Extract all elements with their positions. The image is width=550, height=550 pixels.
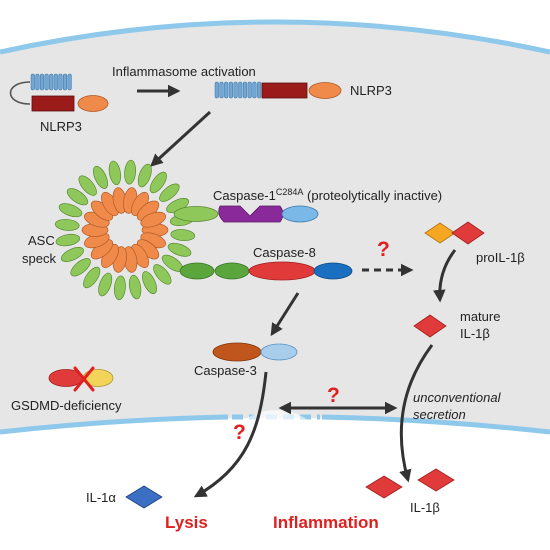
asc-card-domain bbox=[167, 242, 192, 257]
lrr-repeat bbox=[219, 81, 224, 99]
caspase1-mutant bbox=[173, 205, 319, 223]
asc-card-domain bbox=[137, 163, 152, 188]
lrr-repeat bbox=[67, 73, 72, 91]
caspase8-label: Caspase-8 bbox=[253, 245, 316, 260]
asc-speck-label-line1: ASC bbox=[28, 233, 55, 248]
unconventional-label-line1: unconventional bbox=[413, 390, 502, 405]
membrane-top bbox=[0, 19, 550, 55]
asc-card-domain bbox=[142, 271, 157, 295]
mature-label-line2: IL-1β bbox=[460, 326, 490, 341]
asc-card-domain bbox=[98, 272, 113, 297]
il1b-released-1 bbox=[365, 475, 403, 499]
asc-card-domain bbox=[55, 233, 81, 247]
asc-card-domain bbox=[93, 165, 108, 189]
lrr-repeat bbox=[58, 73, 63, 91]
lrr-repeat bbox=[228, 81, 233, 99]
asc-card-domain bbox=[58, 203, 83, 218]
lrr-repeat bbox=[224, 81, 229, 99]
il1b-label: IL-1β bbox=[410, 500, 440, 515]
lrr-repeat bbox=[257, 81, 262, 99]
mature-label-line1: mature bbox=[460, 309, 500, 324]
inflammation-label: Inflammation bbox=[273, 513, 379, 532]
lrr-repeat bbox=[247, 81, 252, 99]
lrr-repeat bbox=[242, 81, 248, 99]
asc-speck bbox=[54, 159, 196, 301]
question-mark-casp8: ? bbox=[377, 238, 390, 261]
asc-card-domain bbox=[128, 274, 142, 300]
nlrp3-inactive-label: NLRP3 bbox=[40, 119, 82, 134]
asc-card-domain bbox=[159, 183, 180, 202]
lrr-repeat bbox=[35, 73, 40, 91]
caspase8-to-caspase3-arrow bbox=[270, 292, 300, 337]
proil1b-label: proIL-1β bbox=[476, 250, 525, 265]
asc-card-domain bbox=[60, 247, 84, 262]
asc-card-domain bbox=[83, 266, 101, 289]
gsdmd bbox=[48, 366, 114, 392]
il1b-released-2 bbox=[417, 468, 455, 492]
lrr-repeat bbox=[62, 73, 68, 91]
gsdmd-label: GSDMD-deficiency bbox=[11, 398, 122, 413]
asc-card-domain bbox=[78, 175, 97, 196]
asc-pyd-domain bbox=[140, 211, 166, 228]
deletion-x-icon bbox=[73, 366, 95, 392]
caspase1-label: Caspase-1C284A (proteolytically inactive… bbox=[213, 187, 442, 203]
proil1b-to-mature-arrow bbox=[433, 249, 457, 303]
caspase3 bbox=[212, 342, 298, 362]
caspase8 bbox=[179, 261, 353, 281]
question-mark-double: ? bbox=[327, 384, 340, 407]
nlrp3-to-speck-arrow bbox=[150, 110, 212, 167]
question-mark-lysis: ? bbox=[233, 421, 246, 444]
asc-card-domain bbox=[66, 188, 89, 206]
nlrp3-active bbox=[214, 81, 342, 99]
unconventional-label-line2: secretion bbox=[413, 407, 466, 422]
asc-card-domain bbox=[170, 229, 196, 242]
lrr-repeat bbox=[49, 73, 54, 91]
asc-card-domain bbox=[70, 258, 91, 277]
asc-card-domain bbox=[153, 264, 172, 285]
lrr-repeats bbox=[30, 73, 72, 91]
asc-card-domain bbox=[113, 275, 126, 301]
asc-speck-label-line2: speck bbox=[22, 251, 56, 266]
membrane-bottom-left bbox=[0, 414, 229, 435]
proil1b bbox=[424, 221, 485, 245]
lrr-repeat bbox=[44, 73, 49, 91]
lrr-repeat bbox=[53, 73, 58, 91]
nlrp3-active-label: NLRP3 bbox=[350, 83, 392, 98]
il1a bbox=[125, 485, 163, 509]
lrr-repeat bbox=[214, 81, 219, 99]
membrane-bottom-right bbox=[321, 414, 550, 435]
inflammasome-activation-label: Inflammasome activation bbox=[112, 64, 256, 79]
asc-card-domain bbox=[124, 159, 137, 185]
asc-card-domain bbox=[149, 171, 167, 194]
mature-il1b bbox=[413, 314, 447, 338]
pore-glow bbox=[218, 410, 334, 530]
cytoplasm bbox=[0, 22, 550, 432]
lrr-repeat bbox=[252, 81, 257, 99]
nlrp3-inactive bbox=[9, 73, 109, 112]
lrr-repeat bbox=[233, 81, 238, 99]
caspase3-label: Caspase-3 bbox=[194, 363, 257, 378]
lrr-repeat bbox=[39, 73, 45, 91]
secretion-arrow bbox=[399, 344, 434, 483]
asc-card-domain bbox=[54, 218, 80, 231]
lrr-repeat bbox=[238, 81, 243, 99]
caspase3-to-lysis-arrow bbox=[193, 371, 268, 498]
lrr-repeat bbox=[30, 73, 35, 91]
lysis-label: Lysis bbox=[165, 513, 208, 532]
il1a-label: IL-1α bbox=[86, 490, 116, 505]
asc-card-domain bbox=[108, 160, 122, 186]
